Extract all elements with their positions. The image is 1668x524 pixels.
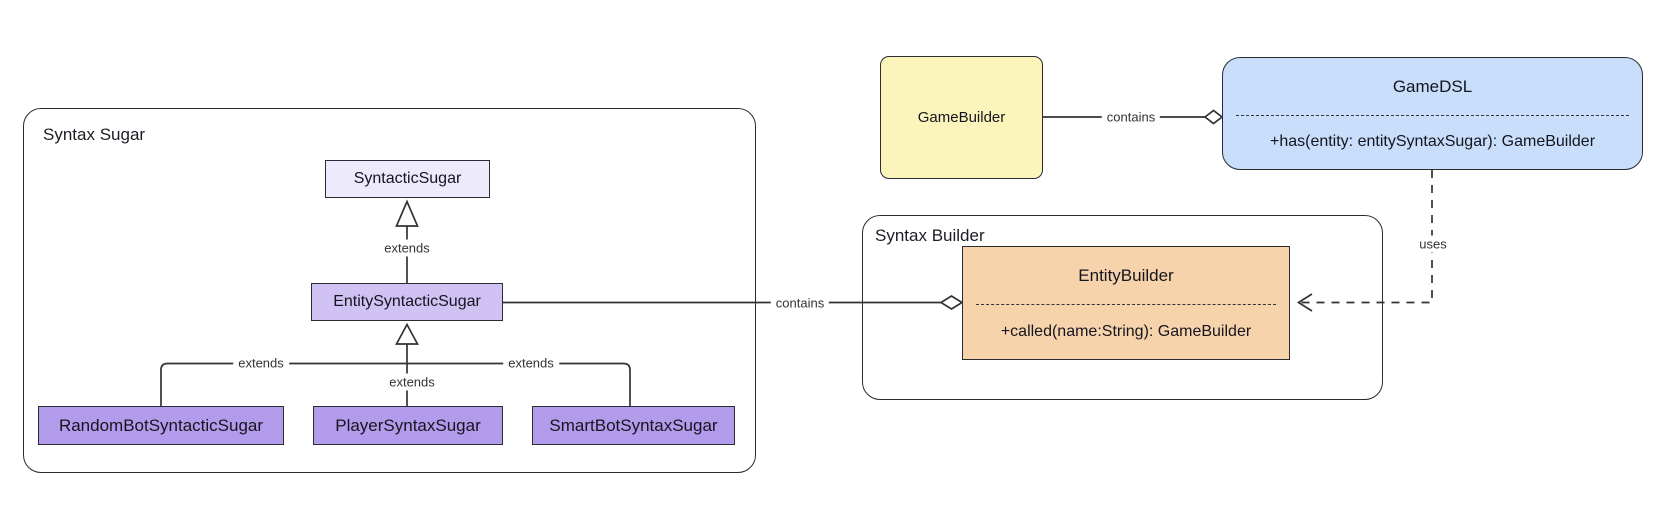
aggregation-diamond-icon: [939, 295, 964, 310]
class-name: GameDSL: [1392, 76, 1473, 96]
class-name: EntitySyntacticSugar: [333, 293, 481, 310]
edge-line-extends-branches: [160, 362, 631, 406]
class-name: SmartBotSyntaxSugar: [549, 415, 718, 435]
class-method: +called(name:String): GameBuilder: [1000, 322, 1252, 340]
class-name: GameBuilder: [917, 109, 1006, 126]
aggregation-diamond-icon: [1203, 109, 1224, 125]
edge-label-extends: extends: [233, 354, 289, 372]
edge-label-extends: extends: [379, 239, 435, 257]
class-box-gamedsl: GameDSL +has(entity: entitySyntaxSugar):…: [1222, 57, 1643, 170]
class-name: SyntacticSugar: [353, 170, 462, 187]
group-syntax-sugar: Syntax Sugar: [23, 108, 756, 473]
group-syntax-builder: Syntax Builder: [862, 215, 1383, 400]
inheritance-triangle-icon: [395, 322, 419, 345]
class-box-gamebuilder: GameBuilder: [880, 56, 1043, 179]
class-box-syntacticsugar: SyntacticSugar: [325, 160, 490, 198]
dependency-arrow-icon: [1296, 293, 1313, 312]
edge-label-uses: uses: [1414, 235, 1452, 253]
inheritance-triangle-icon: [395, 199, 419, 227]
compartment-divider: [976, 304, 1276, 305]
edge-label-extends: extends: [503, 354, 559, 372]
edge-line-uses: [1300, 170, 1433, 304]
group-syntax-builder-label: Syntax Builder: [875, 226, 985, 245]
class-method: +has(entity: entitySyntaxSugar): GameBui…: [1269, 133, 1596, 150]
class-box-smartbotsyntaxsugar: SmartBotSyntaxSugar: [532, 406, 735, 445]
edge-label-extends: extends: [384, 373, 440, 391]
class-box-randombotsyntacticsugar: RandomBotSyntacticSugar: [38, 406, 284, 445]
class-box-entitysyntacticsugar: EntitySyntacticSugar: [311, 283, 503, 321]
class-box-playersyntaxsugar: PlayerSyntaxSugar: [313, 406, 503, 445]
class-name: RandomBotSyntacticSugar: [58, 415, 264, 435]
edge-label-contains: contains: [1101, 108, 1161, 126]
class-name: EntityBuilder: [1078, 265, 1174, 285]
group-syntax-sugar-label: Syntax Sugar: [43, 125, 146, 144]
class-box-entitybuilder: EntityBuilder +called(name:String): Game…: [962, 246, 1290, 360]
edge-label-contains: contains: [770, 294, 830, 312]
class-name: PlayerSyntaxSugar: [335, 415, 481, 435]
compartment-divider: [1236, 115, 1629, 116]
